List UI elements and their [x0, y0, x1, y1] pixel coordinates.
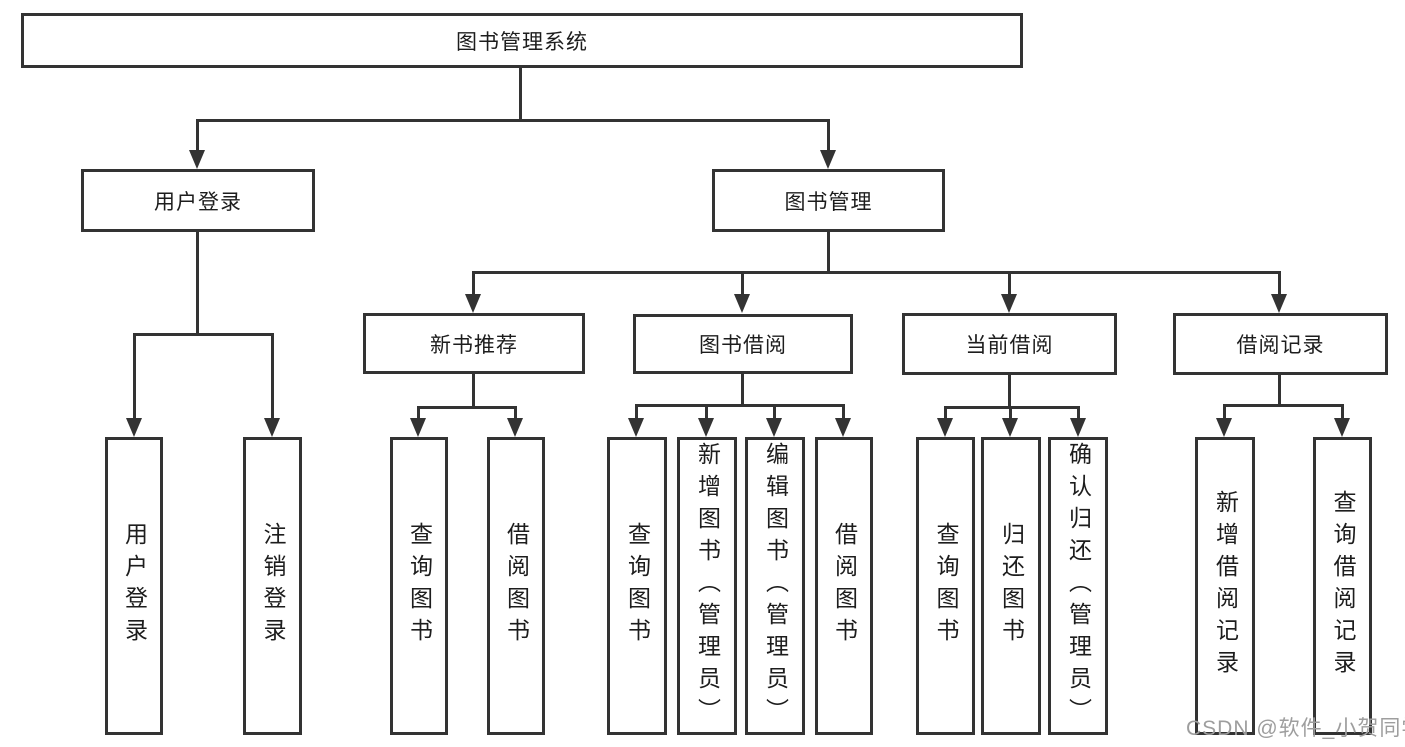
leaf-borrow-books-recommend-label: 借阅图书: [503, 522, 530, 650]
connector-line: [196, 119, 830, 122]
connector-line: [1009, 406, 1012, 420]
connector-line: [1223, 404, 1344, 407]
connector-line: [1278, 375, 1281, 406]
node-root: 图书管理系统: [21, 13, 1023, 68]
node-book-borrow-label: 图书借阅: [699, 334, 787, 357]
arrow-down-icon: [410, 418, 426, 437]
leaf-query-borrow-record: 查询借阅记录: [1313, 437, 1372, 735]
connector-line: [1341, 404, 1344, 420]
connector-line: [196, 119, 199, 152]
leaf-query-books-recommend-label: 查询图书: [406, 522, 433, 650]
connector-line: [1008, 375, 1011, 408]
leaf-query-borrow-record-label: 查询借阅记录: [1330, 490, 1356, 682]
connector-line: [196, 232, 199, 335]
arrow-down-icon: [734, 294, 750, 313]
leaf-query-books-borrow: 查询图书: [607, 437, 667, 735]
arrow-down-icon: [189, 150, 205, 169]
connector-line: [944, 406, 947, 420]
connector-line: [842, 404, 845, 419]
leaf-add-borrow-record: 新增借阅记录: [1195, 437, 1255, 735]
leaf-user-login: 用户登录: [105, 437, 163, 735]
arrow-down-icon: [1216, 418, 1232, 437]
arrow-down-icon: [835, 418, 851, 437]
connector-line: [635, 404, 845, 407]
arrow-down-icon: [937, 418, 953, 437]
connector-line: [472, 271, 1281, 274]
leaf-user-login-label: 用户登录: [121, 522, 148, 650]
connector-line: [417, 406, 517, 409]
arrow-down-icon: [1271, 294, 1287, 313]
arrow-down-icon: [766, 418, 782, 437]
connector-line: [133, 333, 136, 418]
leaf-query-books-recommend: 查询图书: [390, 437, 448, 735]
connector-line: [741, 271, 744, 296]
leaf-add-book-admin: 新增图书（管理员）: [677, 437, 737, 735]
node-user-login-label: 用户登录: [154, 190, 242, 214]
arrow-down-icon: [820, 150, 836, 169]
arrow-down-icon: [126, 418, 142, 437]
connector-line: [1223, 404, 1226, 420]
arrow-down-icon: [698, 418, 714, 437]
leaf-logout: 注销登录: [243, 437, 302, 735]
leaf-query-books-current-label: 查询图书: [933, 522, 959, 650]
connector-line: [133, 333, 274, 336]
connector-line: [1278, 271, 1281, 296]
connector-line: [271, 333, 274, 418]
arrow-down-icon: [264, 418, 280, 437]
node-book-management-label: 图书管理: [784, 190, 873, 214]
node-book-borrow: 图书借阅: [633, 314, 853, 374]
connector-line: [705, 404, 708, 419]
connector-line: [827, 119, 830, 152]
leaf-add-borrow-record-label: 新增借阅记录: [1212, 490, 1239, 682]
leaf-borrow-books: 借阅图书: [815, 437, 873, 735]
connector-line: [741, 374, 744, 407]
connector-line: [472, 374, 475, 408]
arrow-down-icon: [465, 294, 481, 313]
node-current-borrow: 当前借阅: [902, 313, 1117, 375]
node-new-book-recommend-label: 新书推荐: [430, 333, 518, 357]
csdn-watermark: CSDN @软件_小贺同学: [1186, 717, 1405, 740]
leaf-edit-book-admin: 编辑图书（管理员）: [745, 437, 805, 735]
connector-line: [514, 406, 517, 420]
node-new-book-recommend: 新书推荐: [363, 313, 585, 374]
connector-line: [1077, 406, 1080, 420]
leaf-edit-book-admin-label: 编辑图书（管理员）: [762, 442, 789, 730]
connector-line: [1008, 271, 1011, 296]
node-root-label: 图书管理系统: [456, 30, 588, 54]
node-borrow-records: 借阅记录: [1173, 313, 1388, 375]
leaf-confirm-return-admin-label: 确认归还（管理员）: [1065, 442, 1092, 730]
node-user-login: 用户登录: [81, 169, 315, 232]
connector-line: [472, 271, 475, 296]
leaf-add-book-admin-label: 新增图书（管理员）: [694, 442, 721, 730]
connector-line: [827, 232, 830, 273]
node-current-borrow-label: 当前借阅: [965, 334, 1054, 357]
leaf-return-book: 归还图书: [981, 437, 1041, 735]
connector-line: [944, 406, 1080, 409]
arrow-down-icon: [1001, 294, 1017, 313]
leaf-query-books-current: 查询图书: [916, 437, 975, 735]
connector-line: [773, 404, 776, 419]
arrow-down-icon: [507, 418, 523, 437]
leaf-confirm-return-admin: 确认归还（管理员）: [1048, 437, 1108, 735]
leaf-borrow-books-label: 借阅图书: [831, 522, 858, 650]
connector-line: [635, 404, 638, 419]
node-borrow-records-label: 借阅记录: [1236, 334, 1325, 357]
node-book-management: 图书管理: [712, 169, 945, 232]
connector-line: [417, 406, 420, 420]
arrow-down-icon: [1334, 418, 1350, 437]
leaf-logout-label: 注销登录: [260, 522, 286, 650]
leaf-borrow-books-recommend: 借阅图书: [487, 437, 545, 735]
leaf-query-books-borrow-label: 查询图书: [624, 522, 651, 650]
arrow-down-icon: [1070, 418, 1086, 437]
connector-line: [519, 68, 522, 121]
arrow-down-icon: [628, 418, 644, 437]
leaf-return-book-label: 归还图书: [998, 522, 1025, 650]
arrow-down-icon: [1002, 418, 1018, 437]
